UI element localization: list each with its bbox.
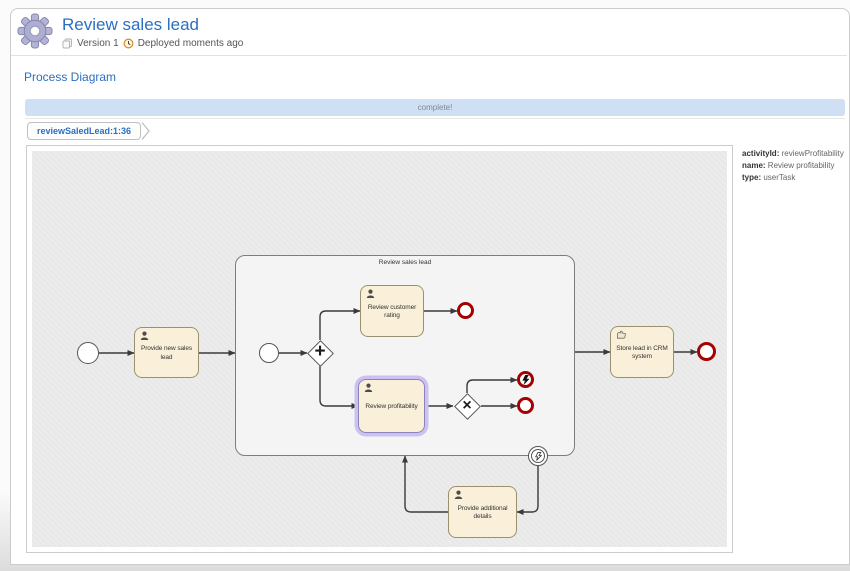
- process-progress-bar: complete!: [25, 99, 845, 116]
- boundary-inner-circle: [531, 449, 545, 463]
- x-icon: ×: [462, 396, 472, 414]
- manual-task-icon: [617, 330, 626, 339]
- task-label: Review profitability: [365, 402, 418, 410]
- activity-info-panel: activityIdreviewProfitability nameReview…: [742, 148, 848, 184]
- info-label: type: [742, 173, 763, 182]
- lightning-bolt-icon: [521, 374, 530, 385]
- diagram-frame: Review sales lead: [26, 145, 733, 553]
- activity-info-row: nameReview profitability: [742, 160, 848, 172]
- version-copy-icon: [62, 38, 72, 49]
- user-task-icon: [364, 383, 373, 392]
- task-review-customer-rating[interactable]: Review customer rating: [360, 285, 424, 337]
- process-instance-tab[interactable]: reviewSaledLead:1:36: [27, 121, 151, 141]
- activity-info-row: typeuserTask: [742, 172, 848, 184]
- parallel-gateway[interactable]: +: [306, 339, 334, 367]
- tab-label[interactable]: reviewSaledLead:1:36: [27, 122, 142, 140]
- task-label: Provide new sales lead: [140, 345, 193, 361]
- task-label: Provide additional details: [457, 504, 508, 520]
- start-event-main[interactable]: [77, 342, 99, 364]
- header-meta: Version 1 Deployed moments ago: [62, 38, 243, 49]
- info-label: name: [742, 161, 768, 170]
- end-event-main[interactable]: [697, 342, 716, 361]
- process-diagram-canvas: Review sales lead: [32, 151, 727, 547]
- version-label: Version 1: [77, 38, 119, 49]
- deployed-clock-icon: [123, 38, 134, 49]
- lightning-bolt-icon: [534, 451, 542, 461]
- task-label: Review customer rating: [367, 303, 417, 319]
- plus-icon: +: [314, 341, 326, 362]
- task-provide-new-sales-lead[interactable]: Provide new sales lead: [134, 327, 199, 378]
- end-event-profitability[interactable]: [517, 397, 534, 414]
- process-gear-icon: [17, 13, 53, 49]
- info-value: reviewProfitability: [781, 149, 844, 158]
- info-value: Review profitability: [767, 161, 835, 170]
- user-task-icon: [140, 331, 149, 340]
- page-title: Review sales lead: [62, 15, 200, 34]
- end-event-customer-rating[interactable]: [457, 302, 474, 319]
- error-end-event[interactable]: [517, 371, 534, 388]
- activity-info-row: activityIdreviewProfitability: [742, 148, 848, 160]
- info-value: userTask: [763, 173, 796, 182]
- tab-row-divider: [25, 118, 845, 119]
- sequence-flows: [99, 308, 698, 515]
- chevron-right-icon: [141, 122, 150, 140]
- user-task-icon: [454, 490, 463, 499]
- task-review-profitability[interactable]: Review profitability: [358, 379, 425, 433]
- task-store-lead-in-crm[interactable]: Store lead in CRM system: [610, 326, 674, 378]
- task-provide-additional-details[interactable]: Provide additional details: [448, 486, 517, 538]
- error-boundary-event[interactable]: [528, 446, 548, 466]
- deployed-label: Deployed moments ago: [137, 38, 244, 49]
- exclusive-gateway[interactable]: ×: [453, 392, 481, 420]
- info-label: activityId: [742, 149, 782, 158]
- start-event-subprocess[interactable]: [259, 343, 279, 363]
- task-label: Store lead in CRM system: [616, 344, 668, 360]
- section-title: Process Diagram: [24, 70, 117, 84]
- header-divider: [11, 55, 847, 56]
- progress-label: complete!: [417, 103, 453, 112]
- subprocess-label: Review sales lead: [378, 259, 432, 266]
- user-task-icon: [366, 289, 375, 298]
